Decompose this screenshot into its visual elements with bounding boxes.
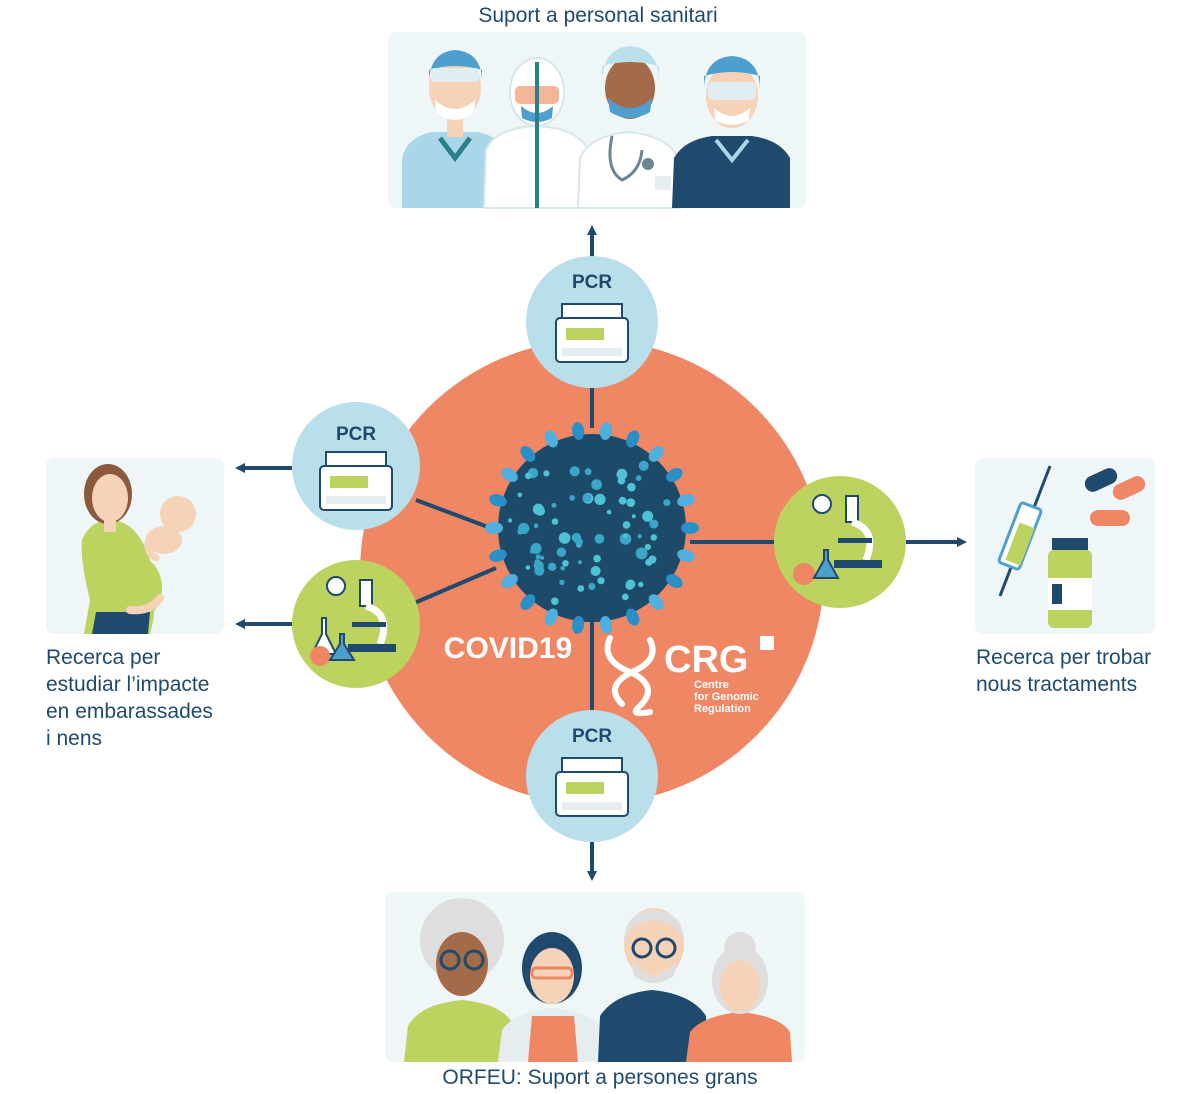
coronavirus-icon — [485, 422, 699, 634]
lab-microscope-icon — [310, 576, 396, 666]
caption-left-line: Recerca per — [46, 646, 161, 669]
caption-left: Recerca per estudiar l’impacte en embara… — [46, 644, 286, 752]
pcr-machine-icon — [319, 451, 393, 511]
vial-icon — [1048, 538, 1092, 628]
caption-left-line: en embarassades — [46, 700, 213, 723]
treatments-panel — [975, 458, 1155, 634]
elderly-panel — [385, 892, 805, 1062]
pcr-node-left: PCR — [292, 402, 420, 530]
physician-figure-icon — [576, 46, 682, 209]
crg-line3: Regulation — [694, 703, 751, 715]
lab-node-left — [292, 560, 420, 688]
connector-lines — [411, 388, 778, 714]
woman-figure-icon — [498, 932, 606, 1062]
pregnancy-panel — [46, 458, 224, 634]
nurse-figure-icon — [672, 56, 790, 208]
crg-logo: CRG Centre for Genomic Regulation — [604, 635, 774, 717]
syringe-icon — [997, 465, 1052, 597]
caption-left-line: estudiar l’impacte — [46, 673, 210, 696]
pcr-node-top: PCR — [526, 256, 658, 388]
caption-right-line: nous tractaments — [976, 673, 1138, 696]
crg-line1: Centre — [694, 679, 729, 691]
caption-left-line: i nens — [46, 727, 103, 750]
fetus-icon — [144, 496, 196, 562]
caption-top: Suport a personal sanitari — [478, 4, 718, 27]
elderly-woman-2-icon — [686, 932, 792, 1062]
hazmat-worker-icon — [482, 57, 592, 209]
lab-node-right — [774, 476, 906, 608]
pcr-label: PCR — [572, 272, 612, 293]
crg-letters: CRG — [664, 639, 748, 681]
covid-label: COVID19 — [444, 632, 572, 665]
caption-right-line: Recerca per trobar — [976, 646, 1152, 669]
healthcare-staff-panel — [388, 32, 806, 209]
pcr-label: PCR — [336, 424, 376, 445]
elderly-woman-1-icon — [404, 898, 516, 1062]
pcr-machine-icon — [555, 303, 629, 363]
pcr-machine-icon — [555, 757, 629, 817]
lab-microscope-icon — [793, 494, 882, 585]
crg-line2: for Genomic — [694, 691, 759, 703]
pcr-label: PCR — [572, 726, 612, 747]
dna-swirl-icon — [604, 635, 653, 717]
pills-icon — [1084, 468, 1146, 526]
caption-bottom: ORFEU: Suport a persones grans — [442, 1066, 758, 1089]
elderly-man-icon — [598, 908, 708, 1062]
caption-right: Recerca per trobar nous tractaments — [976, 644, 1196, 698]
pcr-node-bottom: PCR — [526, 710, 658, 842]
doctor-figure-icon — [402, 50, 508, 208]
